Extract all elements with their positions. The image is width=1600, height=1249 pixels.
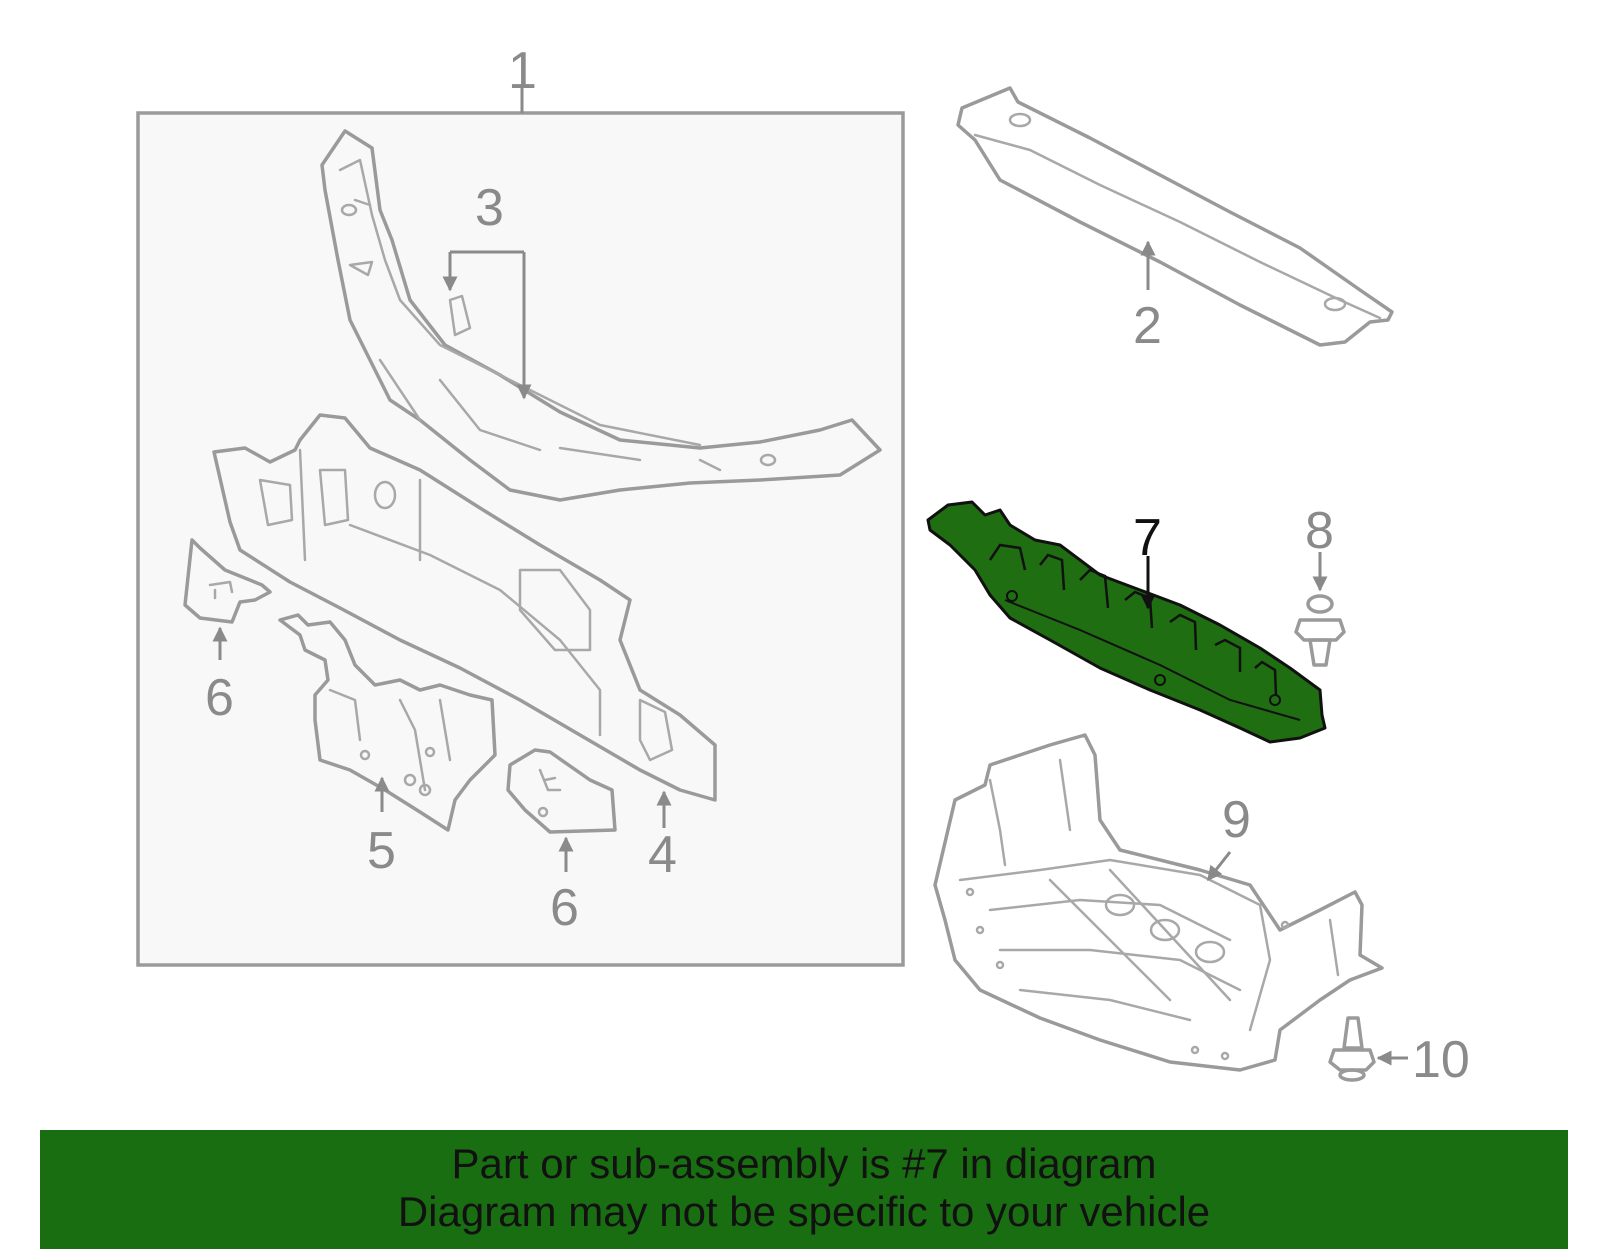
subassembly-box	[136, 111, 905, 967]
callout-1: 1	[508, 42, 537, 100]
part-9-engine-undercover	[933, 733, 1384, 1072]
callout-2: 2	[1133, 297, 1162, 355]
callout-6-right: 6	[550, 879, 579, 937]
part-7-shield	[926, 500, 1327, 744]
banner-line-2: Diagram may not be specific to your vehi…	[397, 1188, 1211, 1235]
parts-diagram: 1 3 4 6 5	[136, 42, 1470, 1089]
part-4-front-panel	[212, 413, 717, 802]
part-8-clip	[1294, 594, 1346, 667]
info-banner: Part or sub-assembly is #7 in diagram Di…	[40, 1130, 1568, 1249]
callout-7: 7	[1133, 509, 1162, 567]
callout-5: 5	[367, 822, 396, 880]
callout-8: 8	[1305, 502, 1334, 560]
callout-9: 9	[1222, 791, 1251, 849]
part-6-left-bracket	[183, 538, 272, 624]
callout-10: 10	[1412, 1031, 1470, 1089]
callout-4: 4	[648, 826, 677, 884]
part-3-upper-support	[320, 129, 882, 502]
callout-3: 3	[475, 179, 504, 237]
part-6-right-bracket	[506, 748, 617, 834]
part-10-push-pin	[1328, 1016, 1376, 1082]
part-2-tie-bar	[956, 86, 1394, 347]
banner-line-1: Part or sub-assembly is #7 in diagram	[451, 1140, 1157, 1187]
part-5-lower-bracket	[278, 613, 497, 832]
callout-6-left: 6	[205, 669, 234, 727]
